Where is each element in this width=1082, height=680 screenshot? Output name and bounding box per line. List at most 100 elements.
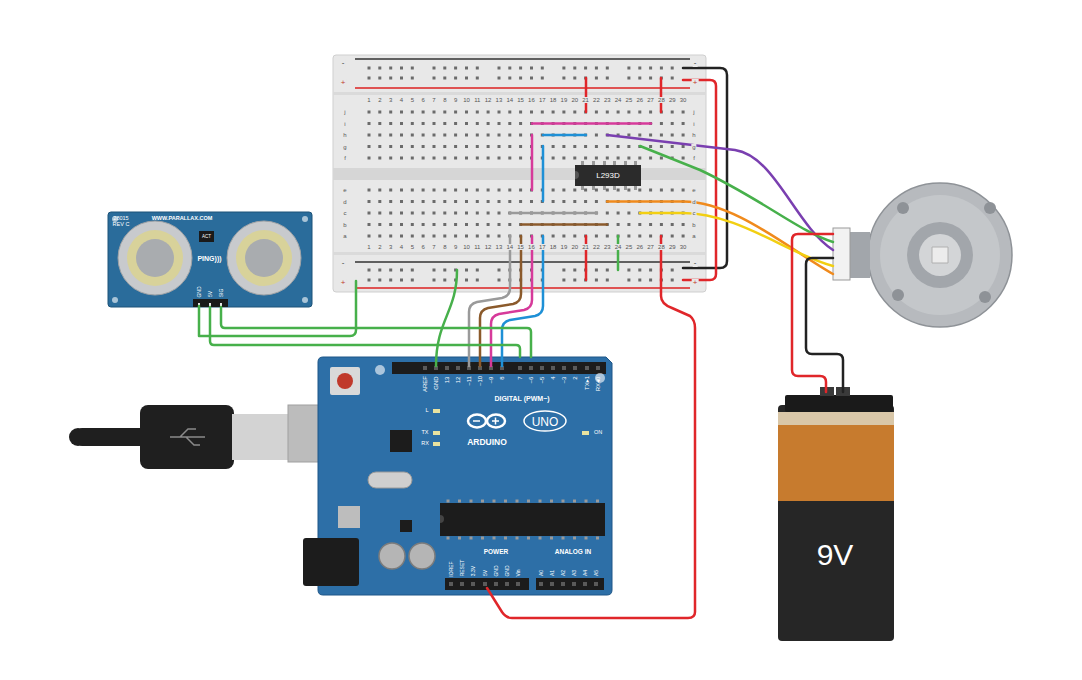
breadboard-hole [487, 212, 490, 215]
breadboard-hole [433, 111, 436, 114]
breadboard-hole [476, 77, 479, 80]
breadboard-hole [498, 157, 501, 160]
row-letter: f [343, 155, 347, 161]
motor-driver-chip [581, 161, 584, 165]
column-number: 16 [527, 244, 536, 250]
ping-sensor [108, 212, 312, 318]
rail-sign: + [692, 79, 699, 87]
pin-name: A2 [561, 570, 566, 576]
battery [778, 412, 894, 425]
breadboard-hole [378, 145, 381, 148]
breadboard-hole [476, 134, 479, 137]
breadboard-hole [422, 189, 425, 192]
pin-name: A0 [539, 570, 544, 576]
breadboard-hole [638, 67, 641, 70]
breadboard-hole [508, 122, 511, 125]
breadboard-hole [649, 111, 652, 114]
breadboard-hole [573, 200, 576, 203]
motor-driver-chip [575, 161, 641, 190]
breadboard-hole [476, 200, 479, 203]
row-letter: f [692, 155, 696, 161]
breadboard-hole [627, 145, 630, 148]
breadboard-hole [638, 189, 641, 192]
breadboard-hole [508, 157, 511, 160]
breadboard-hole [411, 145, 414, 148]
breadboard-hole [682, 111, 685, 114]
breadboard-hole [498, 200, 501, 203]
breadboard-hole [552, 189, 555, 192]
breadboard-hole [454, 134, 457, 137]
arduino-board: AREFGND1312~11~10~987~6~54~32TX▸1RX◂0DIG… [318, 357, 614, 597]
breadboard-hole [627, 189, 630, 192]
breadboard-hole [660, 134, 663, 137]
chip-pin [447, 537, 450, 540]
arduino-board [337, 373, 353, 389]
breadboard-hole [595, 157, 598, 160]
ping-sensor: 28015 REV CWWW.PARALLAX.COMACTPING)))GND… [108, 212, 312, 307]
breadboard-hole [660, 67, 663, 70]
header-pin [449, 582, 598, 586]
breadboard-hole [682, 134, 685, 137]
breadboard-hole [400, 200, 403, 203]
breadboard-hole [649, 134, 652, 137]
battery [778, 387, 894, 641]
row-letter: b [342, 222, 347, 228]
column-number: 21 [581, 97, 590, 103]
breadboard-hole [671, 145, 674, 148]
column-number: 27 [646, 97, 655, 103]
breadboard-hole [368, 212, 371, 215]
breadboard-hole [443, 157, 446, 160]
breadboard-hole [660, 189, 663, 192]
breadboard-hole [617, 212, 620, 215]
breadboard-hole [368, 235, 371, 238]
breadboard-hole [638, 223, 641, 226]
breadboard-hole [433, 145, 436, 148]
jumper-wire [531, 135, 534, 190]
breadboard-hole [562, 157, 565, 160]
row-letter: j [343, 109, 346, 115]
breadboard-hole [368, 134, 371, 137]
breadboard-hole [508, 145, 511, 148]
breadboard-hole [508, 134, 511, 137]
pin-name: ~6 [528, 376, 534, 383]
breadboard-hole [487, 157, 490, 160]
breadboard-hole [671, 67, 674, 70]
column-number: 28 [657, 97, 666, 103]
breadboard-hole [378, 111, 381, 114]
column-number: 17 [538, 97, 547, 103]
breadboard-hole [487, 200, 490, 203]
chip-pin [481, 537, 484, 540]
breadboard-hole [368, 111, 371, 114]
motor-driver-chip [575, 171, 579, 179]
breadboard-hole [476, 212, 479, 215]
breadboard-hole [443, 235, 446, 238]
pin-name: GND [505, 565, 510, 576]
breadboard-hole [498, 122, 501, 125]
column-number: 20 [570, 244, 579, 250]
breadboard-hole [649, 145, 652, 148]
dc-motor [833, 228, 850, 280]
breadboard-hole [627, 77, 630, 80]
breadboard-hole [552, 111, 555, 114]
usb-cable [170, 429, 205, 445]
battery [785, 395, 893, 412]
breadboard-hole [443, 134, 446, 137]
breadboard-hole [389, 122, 392, 125]
breadboard-hole [606, 157, 609, 160]
breadboard-hole [519, 77, 522, 80]
breadboard-hole [649, 157, 652, 160]
ping-sensor [136, 239, 174, 277]
row-letter: i [692, 121, 695, 127]
breadboard-hole [476, 145, 479, 148]
breadboard-hole [519, 122, 522, 125]
breadboard-hole [411, 279, 414, 282]
pin-name: A4 [583, 570, 588, 576]
column-number: 25 [625, 97, 634, 103]
column-number: 9 [453, 244, 458, 250]
breadboard-hole [671, 122, 674, 125]
header-pin [423, 366, 427, 370]
row-letter: g [342, 144, 347, 150]
breadboard-hole [422, 145, 425, 148]
breadboard-hole [454, 189, 457, 192]
breadboard-hole [671, 235, 674, 238]
